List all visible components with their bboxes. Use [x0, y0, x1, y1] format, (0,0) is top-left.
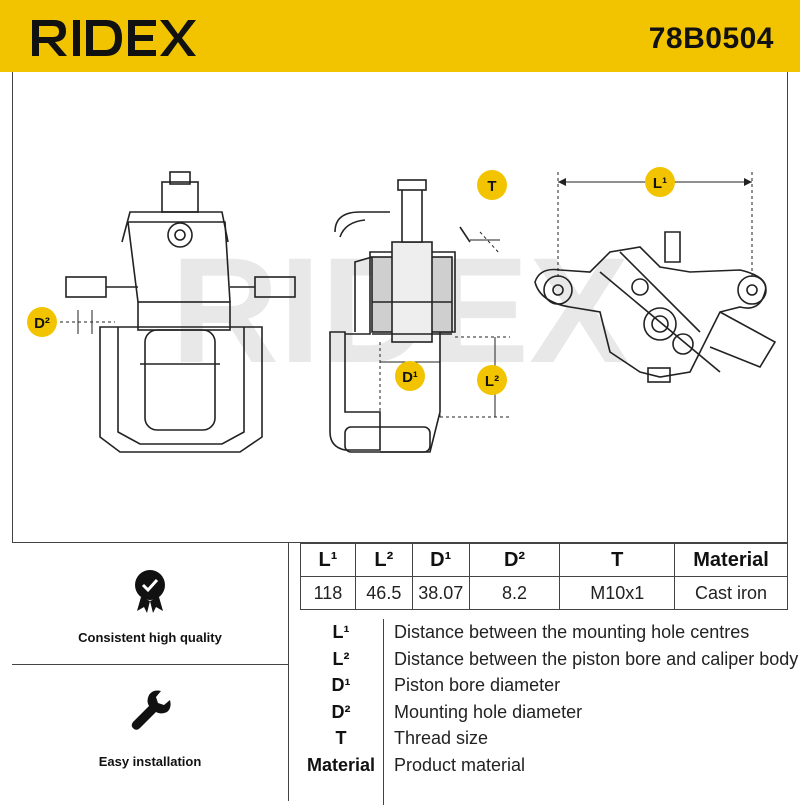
part-number: 78B0504: [648, 22, 774, 55]
panel-divider-vertical: [288, 543, 289, 801]
spec-header-l2: L²: [354, 543, 413, 577]
legend-description: Distance between the piston bore and cal…: [394, 648, 799, 669]
legend-key: L¹: [332, 622, 350, 642]
legend-row: L² Distance between the piston bore and …: [300, 646, 799, 673]
caliper-drawing: RIDEX D²: [27, 167, 777, 453]
legend-description: Piston bore diameter: [394, 675, 561, 696]
spec-header-d2: D²: [468, 543, 561, 577]
feature-quality-label: Consistent high quality: [78, 630, 222, 645]
legend-description: Thread size: [394, 728, 489, 749]
legend-row: D¹ Piston bore diameter: [300, 672, 788, 699]
spec-value-material: Cast iron: [674, 576, 788, 610]
legend-row: Material Product material: [300, 752, 788, 779]
spec-value-d1: 38.07: [411, 576, 470, 610]
spec-legend: L¹ Distance between the mounting hole ce…: [300, 619, 799, 805]
feature-installation: Easy installation: [12, 685, 288, 769]
d2-label: D²: [34, 315, 50, 332]
front-view: [65, 171, 296, 453]
spec-value-l2: 46.5: [354, 576, 413, 610]
legend-divider: [383, 619, 384, 805]
spec-panel: Consistent high quality Easy installatio…: [12, 542, 799, 805]
legend-description: Mounting hole diameter: [394, 701, 583, 722]
l1-dimension: L¹: [557, 167, 753, 277]
feature-quality: Consistent high quality: [12, 565, 288, 645]
legend-description: Product material: [394, 754, 526, 775]
d1-label: D¹: [402, 369, 418, 386]
wrench-icon: [131, 690, 171, 730]
spec-value-d2: 8.2: [468, 576, 561, 610]
legend-row: L¹ Distance between the mounting hole ce…: [300, 619, 788, 646]
spec-value-t: M10x1: [559, 576, 676, 610]
spec-header-d1: D¹: [411, 543, 470, 577]
t-dimension: T: [470, 170, 507, 255]
l2-label: L²: [485, 373, 499, 390]
feature-installation-label: Easy installation: [98, 754, 202, 769]
legend-row: T Thread size: [300, 725, 788, 752]
drawing-frame: [12, 72, 788, 542]
quality-check-icon: [135, 570, 165, 613]
l1-label: L¹: [653, 175, 667, 192]
legend-key: D¹: [331, 675, 351, 696]
spec-header-t: T: [559, 543, 676, 577]
section-view: [329, 179, 471, 453]
legend-description: Distance between the mounting hole centr…: [394, 622, 750, 642]
legend-key: D²: [331, 701, 351, 722]
spec-header-row: L¹ L² D¹ D² T Material: [300, 543, 788, 577]
spec-value-row: 118 46.5 38.07 8.2 M10x1 Cast iron: [300, 576, 788, 610]
legend-row: D² Mounting hole diameter: [300, 699, 788, 726]
l2-dimension: L²: [440, 336, 510, 418]
legend-key: T: [335, 728, 347, 749]
ridex-logo: [32, 20, 196, 56]
legend-key: Material: [306, 754, 376, 775]
spec-header-material: Material: [674, 543, 788, 577]
d2-dimension: D²: [27, 307, 115, 337]
spec-value-l1: 118: [300, 576, 356, 610]
header-bar: 78B0504: [0, 0, 800, 72]
t-label: T: [487, 178, 496, 195]
legend-key: L²: [332, 648, 350, 669]
d1-dimension: D¹: [379, 342, 441, 417]
spec-table: L¹ L² D¹ D² T Material 118 46.5 38.07 8.…: [300, 543, 788, 610]
spec-header-l1: L¹: [300, 543, 356, 577]
panel-divider-horizontal: [12, 664, 288, 665]
